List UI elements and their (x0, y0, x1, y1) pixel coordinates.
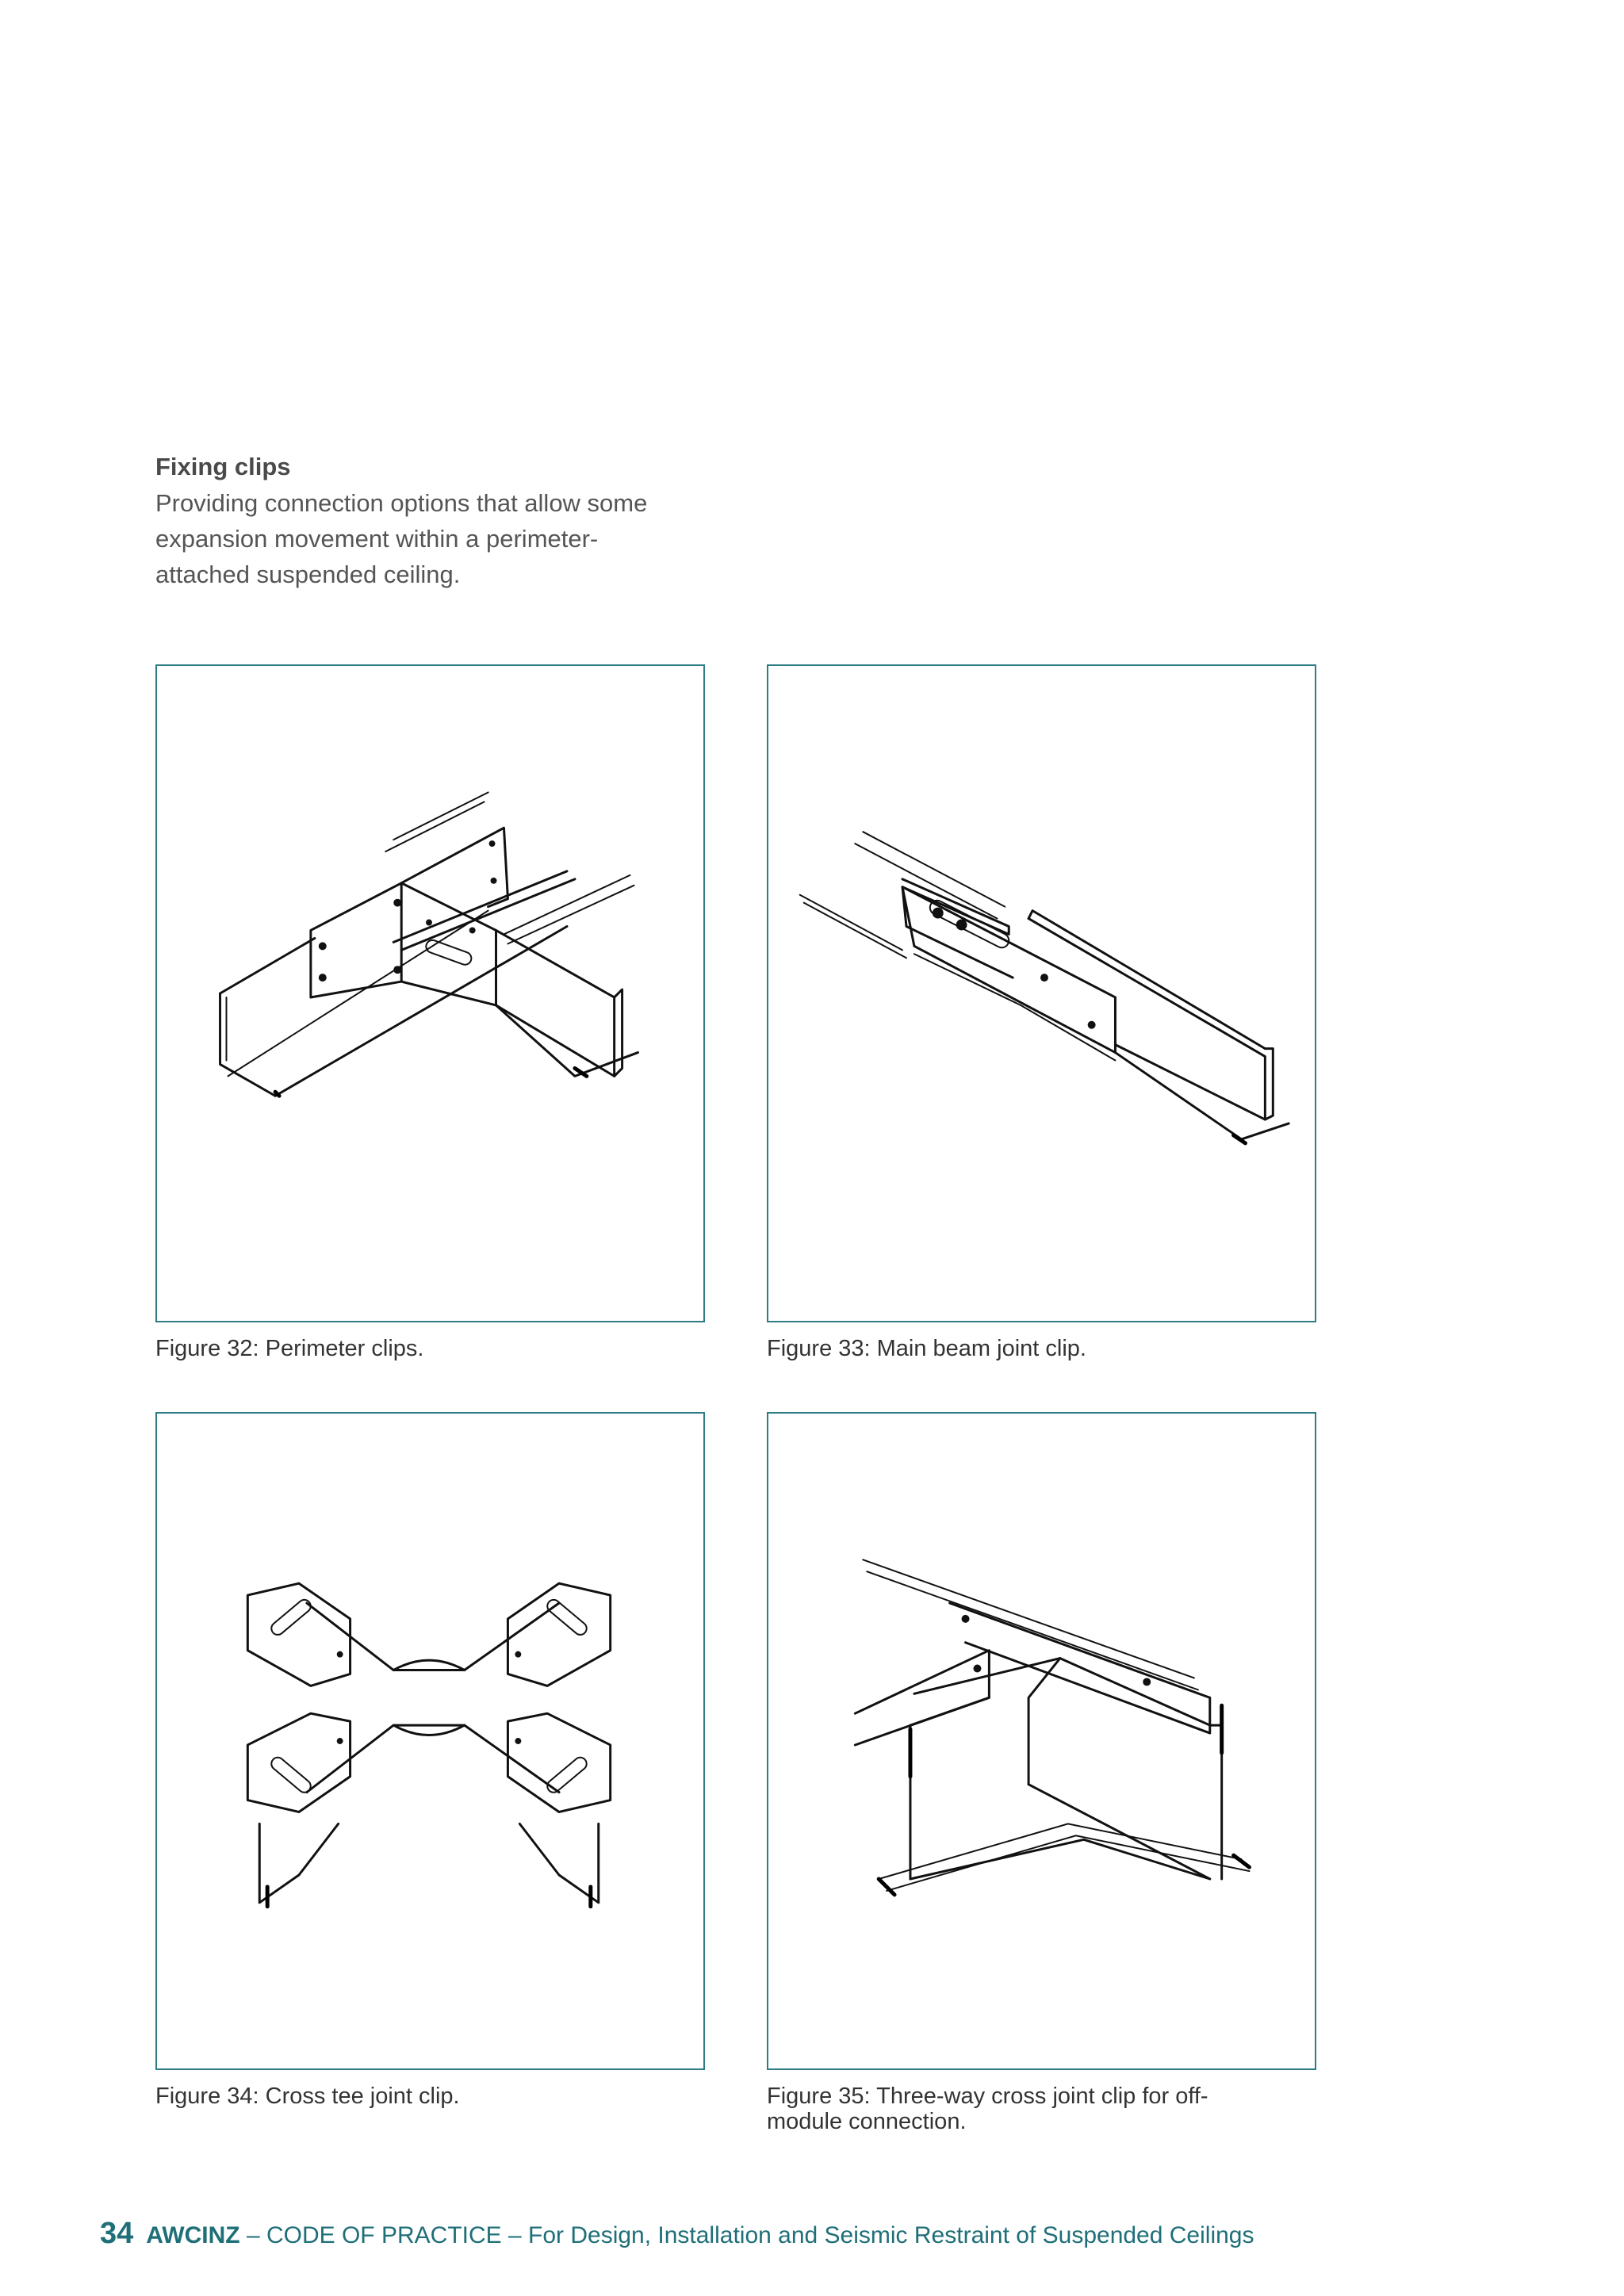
footer-org: AWCINZ (146, 2222, 240, 2248)
figure-35-caption-line-1: Figure 35: Three-way cross joint clip fo… (767, 2084, 1208, 2109)
section-body-line-2: expansion movement within a perimeter- (155, 525, 599, 553)
section-body-line-3: attached suspended ceiling. (155, 561, 461, 588)
figure-32-caption: Figure 32: Perimeter clips. (155, 1336, 424, 1361)
section-heading: Fixing clips (155, 453, 291, 480)
footer-document-title: – CODE OF PRACTICE – For Design, Install… (239, 2222, 1254, 2248)
section-body-line-1: Providing connection options that allow … (155, 489, 648, 517)
figure-33-main-beam-joint-clip (767, 664, 1316, 1322)
figure-32-perimeter-clips (155, 664, 705, 1322)
figure-35-three-way-cross-joint-clip (767, 1412, 1316, 2070)
perimeter-clips-illustration (219, 791, 639, 1098)
figure-33-caption: Figure 33: Main beam joint clip. (767, 1336, 1086, 1361)
page-number: 34 (100, 2217, 134, 2250)
three-way-cross-joint-clip-illustration (853, 1559, 1251, 1897)
cross-tee-joint-clip-illustration (246, 1582, 612, 1909)
figure-34-caption: Figure 34: Cross tee joint clip. (155, 2084, 460, 2109)
intro-section: Fixing clips Providing connection option… (155, 449, 710, 592)
figure-35-caption: Figure 35: Three-way cross joint clip fo… (767, 2084, 1274, 2134)
page-footer: 34 AWCINZ – CODE OF PRACTICE – For Design… (100, 2217, 1254, 2251)
figure-35-caption-line-2: module connection. (767, 2109, 967, 2134)
figure-34-cross-tee-joint-clip (155, 1412, 705, 2070)
main-beam-joint-clip-illustration (799, 831, 1290, 1146)
